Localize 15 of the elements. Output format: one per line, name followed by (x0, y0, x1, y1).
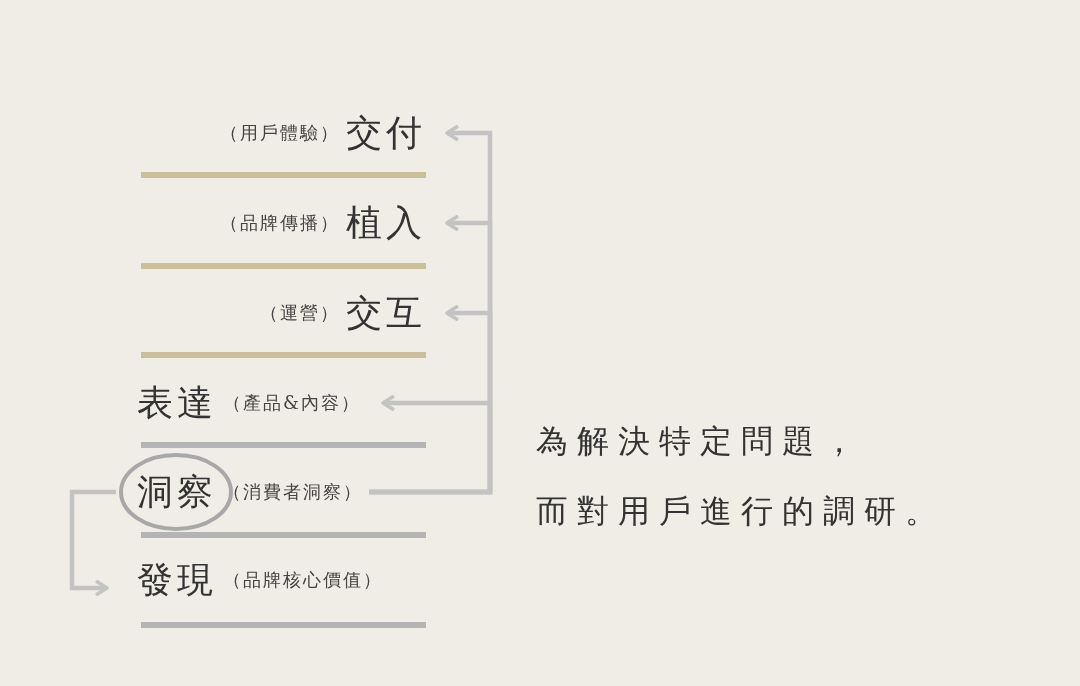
note-text: 為解決特定問題， (536, 422, 864, 461)
layer-title: 交付 (346, 113, 426, 153)
layer-title: 植入 (346, 203, 426, 243)
layer-title: 表達 (137, 383, 217, 423)
layer-note: （品牌傳播） (220, 213, 340, 233)
layer-note: （用戶體驗） (220, 123, 340, 143)
layer-note: （消費者洞察） (223, 482, 363, 502)
layer-note: （運營） (260, 303, 340, 323)
layer-note: （產品&內容） (223, 393, 362, 413)
arrow (69, 489, 116, 597)
layer-note: （品牌核心價值） (223, 570, 383, 590)
layer-title: 交互 (346, 293, 426, 333)
layer-title: 發現 (137, 560, 217, 600)
layer-title: 洞察 (137, 472, 217, 512)
note-text: 而對用戶進行的調研。 (536, 492, 946, 531)
